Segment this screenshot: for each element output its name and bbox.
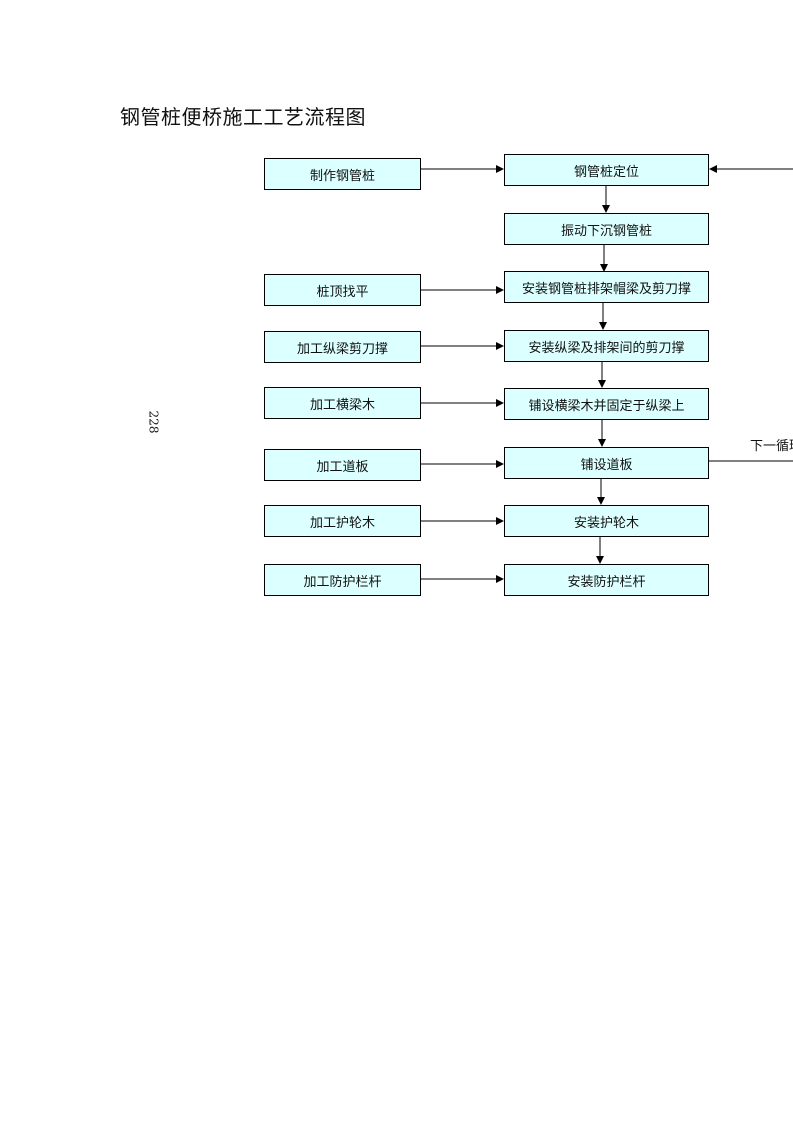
prep-step-make-pile: 制作钢管桩 [264, 158, 421, 190]
main-step-install-wheel-guard: 安装护轮木 [504, 505, 709, 537]
page-title: 钢管桩便桥施工工艺流程图 [120, 105, 366, 129]
main-step-position-pile: 钢管桩定位 [504, 154, 709, 186]
main-step-vibrate-sink-pile: 振动下沉钢管桩 [504, 213, 709, 245]
prep-step-process-railing: 加工防护栏杆 [264, 564, 421, 596]
main-step-install-cap-beam: 安装钢管桩排架帽梁及剪刀撑 [504, 271, 709, 303]
prep-step-process-crossbeam: 加工横梁木 [264, 387, 421, 419]
prep-step-process-deck: 加工道板 [264, 449, 421, 481]
prep-step-process-wheel-guard: 加工护轮木 [264, 505, 421, 537]
prep-step-process-bracing: 加工纵梁剪刀撑 [264, 331, 421, 363]
main-step-install-stringer: 安装纵梁及排架间的剪刀撑 [504, 330, 709, 362]
main-step-lay-crossbeam: 铺设横梁木并固定于纵梁上 [504, 388, 709, 420]
next-cycle-label: 下一循环 [750, 439, 793, 454]
main-step-lay-deck: 铺设道板 [504, 447, 709, 479]
prep-step-level-pile-top: 桩顶找平 [264, 274, 421, 306]
main-step-install-railing: 安装防护栏杆 [504, 564, 709, 596]
